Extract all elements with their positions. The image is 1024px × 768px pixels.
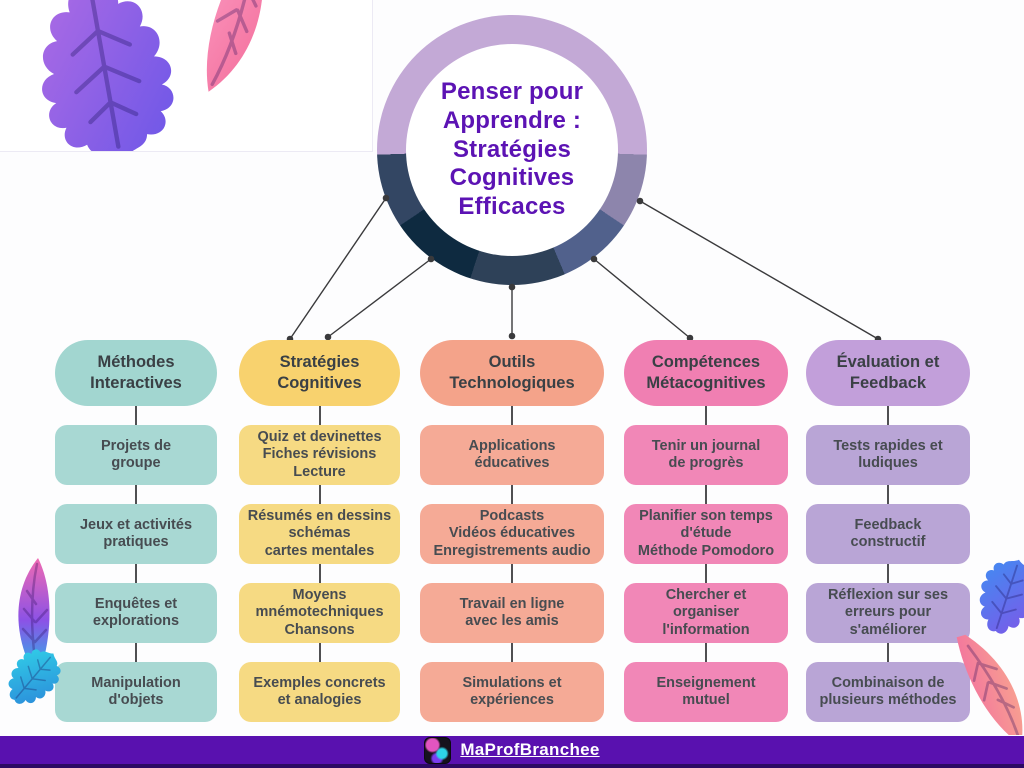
vertical-connector — [318, 643, 321, 662]
branch-item: Moyens mnémotechniques Chansons — [239, 583, 400, 643]
vertical-connector — [887, 406, 889, 425]
vertical-connector — [705, 485, 707, 504]
branch-item: Combinaison de plusieurs méthodes — [806, 662, 970, 722]
branch-header: Stratégies Cognitives — [239, 340, 400, 406]
branch-item: Chercher et organiser l'information — [624, 583, 788, 643]
bottom-left-decoration — [0, 556, 72, 716]
central-topic-ring: Penser pour Apprendre : Stratégies Cogni… — [377, 15, 647, 285]
branch-column-methodes-interactives: Méthodes Interactives Projets de groupe … — [55, 340, 217, 722]
vertical-connector — [511, 406, 513, 425]
bottom-right-decoration — [944, 545, 1024, 753]
branch-item: Tenir un journal de progrès — [624, 425, 788, 485]
branch-item: Travail en ligne avec les amis — [420, 583, 604, 643]
blue-leaf-icon — [967, 550, 1024, 642]
branch-header: Évaluation et Feedback — [806, 340, 970, 406]
vertical-connector — [705, 406, 707, 425]
branch-item: Planifier son temps d'étude Méthode Pomo… — [624, 504, 788, 564]
pink-leaf-icon — [192, 0, 281, 102]
top-left-decoration — [0, 0, 373, 152]
vertical-connector — [511, 643, 513, 662]
central-topic-ring-inner: Penser pour Apprendre : Stratégies Cogni… — [406, 44, 618, 256]
branch-header: Outils Technologiques — [420, 340, 604, 406]
branch-item: Projets de groupe — [55, 425, 217, 485]
branch-header: Méthodes Interactives — [55, 340, 217, 406]
branch-column-competences-metacognitives: Compétences Métacognitives Tenir un jour… — [624, 340, 788, 722]
vertical-connector — [705, 643, 707, 662]
brand-logo-icon — [424, 736, 452, 764]
vertical-connector — [511, 485, 513, 504]
vertical-connector — [887, 564, 889, 583]
branch-item: Enseignement mutuel — [624, 662, 788, 722]
branch-item: Applications éducatives — [420, 425, 604, 485]
branch-header: Compétences Métacognitives — [624, 340, 788, 406]
vertical-connector — [511, 564, 513, 583]
branch-item: Jeux et activités pratiques — [55, 504, 217, 564]
vertical-connector — [318, 485, 321, 504]
brand-link[interactable]: MaProfBranchee — [460, 740, 600, 759]
branch-item: Réflexion sur ses erreurs pour s'amélior… — [806, 583, 970, 643]
vertical-connector — [318, 406, 321, 425]
branch-item: Quiz et devinettes Fiches révisions Lect… — [239, 425, 400, 485]
vertical-connector — [887, 485, 889, 504]
vertical-connector — [135, 643, 137, 662]
central-topic-title: Penser pour Apprendre : Stratégies Cogni… — [440, 78, 584, 221]
branch-item: Simulations et expériences — [420, 662, 604, 722]
vertical-connector — [135, 406, 137, 425]
branch-item: Exemples concrets et analogies — [239, 662, 400, 722]
vertical-connector — [135, 485, 137, 504]
vertical-connector — [887, 643, 889, 662]
branch-item: Manipulation d'objets — [55, 662, 217, 722]
vertical-connector — [705, 564, 707, 583]
branch-item: Enquêtes et explorations — [55, 583, 217, 643]
branch-item: Podcasts Vidéos éducatives Enregistremen… — [420, 504, 604, 564]
salmon-feather-icon — [946, 624, 1024, 753]
branch-column-strategies-cognitives: Stratégies Cognitives Quiz et devinettes… — [239, 340, 400, 722]
purple-leaf-icon — [26, 0, 186, 151]
branch-item: Tests rapides et ludiques — [806, 425, 970, 485]
branch-column-outils-technologiques: Outils Technologiques Applications éduca… — [420, 340, 604, 722]
branch-item: Feedback constructif — [806, 504, 970, 564]
vertical-connector — [318, 564, 321, 583]
branch-item: Résumés en dessins schémas cartes mental… — [239, 504, 400, 564]
branch-column-evaluation-feedback: Évaluation et Feedback Tests rapides et … — [806, 340, 970, 722]
vertical-connector — [135, 564, 137, 583]
footer-bar: MaProfBranchee — [0, 736, 1024, 768]
